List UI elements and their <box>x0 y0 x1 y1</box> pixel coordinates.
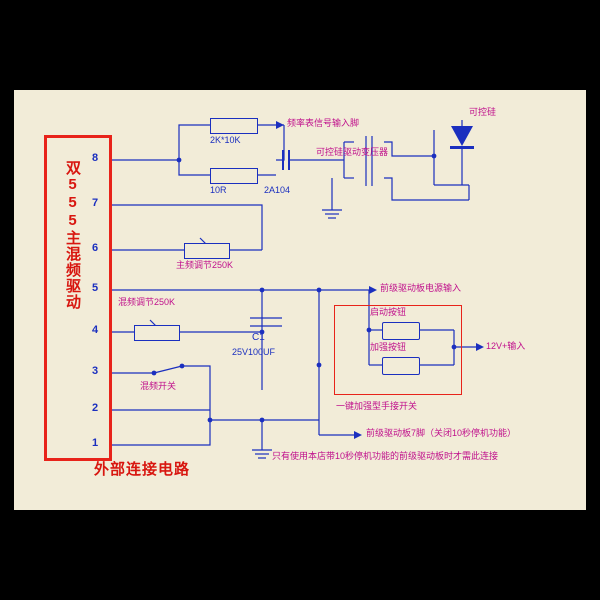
c1-spec-label: 25V100UF <box>232 347 276 357</box>
pin-6: 6 <box>92 242 99 254</box>
ic-block-555 <box>44 135 112 461</box>
resistor-10r <box>210 168 258 184</box>
pre-drive-pin7-label: 前级驱动板7脚（关闭10秒停机功能） <box>366 428 517 438</box>
pot-main-freq <box>184 243 230 259</box>
cap-2a104-plate-right <box>288 150 290 170</box>
circuit-diagram-sheet: 双555主混频驱动 8 7 6 5 4 3 2 1 2K*10K 10R 2A1… <box>14 90 586 510</box>
cap-2a104-plate-left <box>282 150 284 170</box>
pin-1: 1 <box>92 437 99 449</box>
scr-label: 可控硅 <box>469 107 497 117</box>
pin-4: 4 <box>92 324 99 336</box>
pin-8: 8 <box>92 152 99 164</box>
one-key-boost-switch-label: 一键加强型手接开关 <box>336 401 418 411</box>
c1-label: C1 <box>252 332 265 343</box>
scr-transformer-label: 可控硅驱动变压器 <box>316 147 389 157</box>
pot-main-freq-label: 主频调节250K <box>176 260 234 270</box>
pot-mix-freq <box>134 325 180 341</box>
pin-2: 2 <box>92 402 99 414</box>
handheld-switch-box <box>334 305 462 395</box>
note-label: 只有使用本店带10秒停机功能的前级驱动板时才需此连接 <box>272 451 499 461</box>
wiring-svg <box>109 120 484 459</box>
v12-input-label: 12V+输入 <box>486 341 526 351</box>
pin-3: 3 <box>92 365 99 377</box>
freq-signal-input-label: 频率表信号输入脚 <box>287 118 360 128</box>
pot-mix-freq-label: 混频调节250K <box>118 297 176 307</box>
pre-drive-power-input-label: 前级驱动板电源输入 <box>380 283 462 293</box>
resistor-2k-10k <box>210 118 258 134</box>
start-button[interactable] <box>382 322 420 340</box>
cap-2a104-label: 2A104 <box>264 185 291 195</box>
scr-symbol <box>450 120 474 185</box>
boost-button-label: 加强按钮 <box>370 342 407 352</box>
pin-7: 7 <box>92 197 99 209</box>
mix-switch-label: 混频开关 <box>140 381 177 391</box>
diagram-caption: 外部连接电路 <box>94 461 191 478</box>
start-button-label: 启动按钮 <box>370 307 407 317</box>
boost-button[interactable] <box>382 357 420 375</box>
resistor-10r-label: 10R <box>210 185 227 195</box>
ic-block-title: 双555主混频驱动 <box>64 160 81 310</box>
resistor-2k-10k-label: 2K*10K <box>210 135 241 145</box>
pin-5: 5 <box>92 282 99 294</box>
